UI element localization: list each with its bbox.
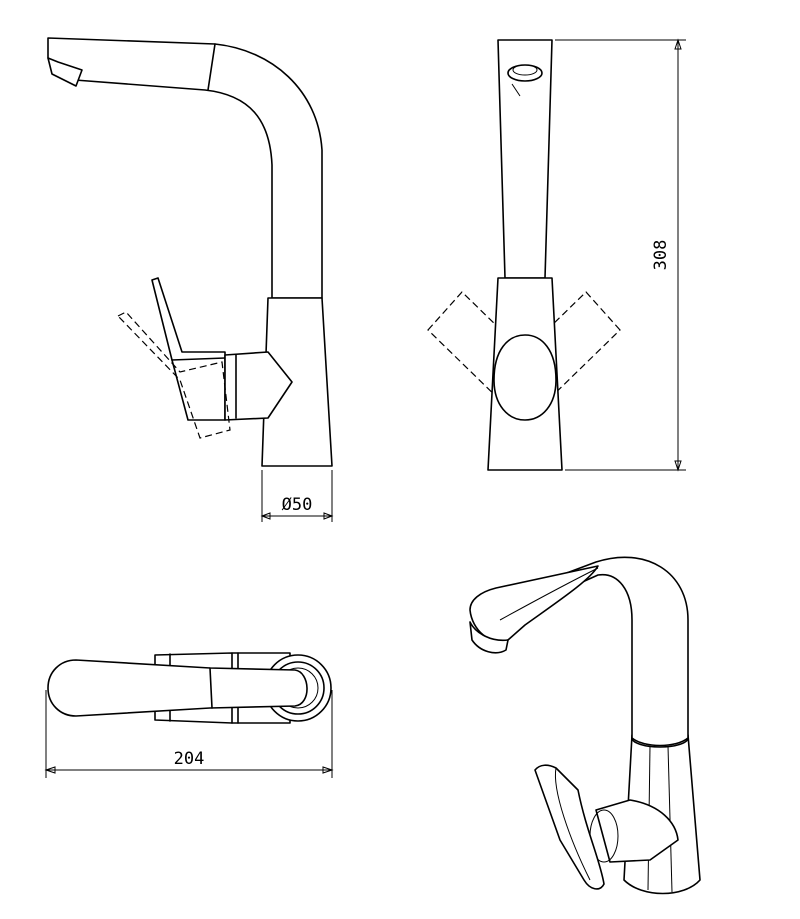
height-label: 308 <box>651 240 671 271</box>
front-view: 308 <box>427 38 686 472</box>
side-view-lever <box>151 277 226 421</box>
iso-view-lever <box>534 764 605 890</box>
top-view-lever <box>47 659 308 717</box>
side-view-aerator <box>47 57 83 87</box>
iso-view-aerator <box>469 621 509 654</box>
front-view-lever <box>493 334 557 421</box>
length-label: 204 <box>174 749 205 769</box>
top-view: 204 <box>44 652 334 778</box>
side-view: Ø50 <box>47 37 334 522</box>
front-view-spout <box>497 39 553 279</box>
side-view-spout <box>47 37 323 299</box>
iso-view-spout <box>515 556 689 747</box>
diameter-label: Ø50 <box>282 495 313 515</box>
side-view-lever-alt <box>116 311 231 439</box>
side-view-cartridge <box>224 351 293 421</box>
isometric-view <box>469 556 701 895</box>
